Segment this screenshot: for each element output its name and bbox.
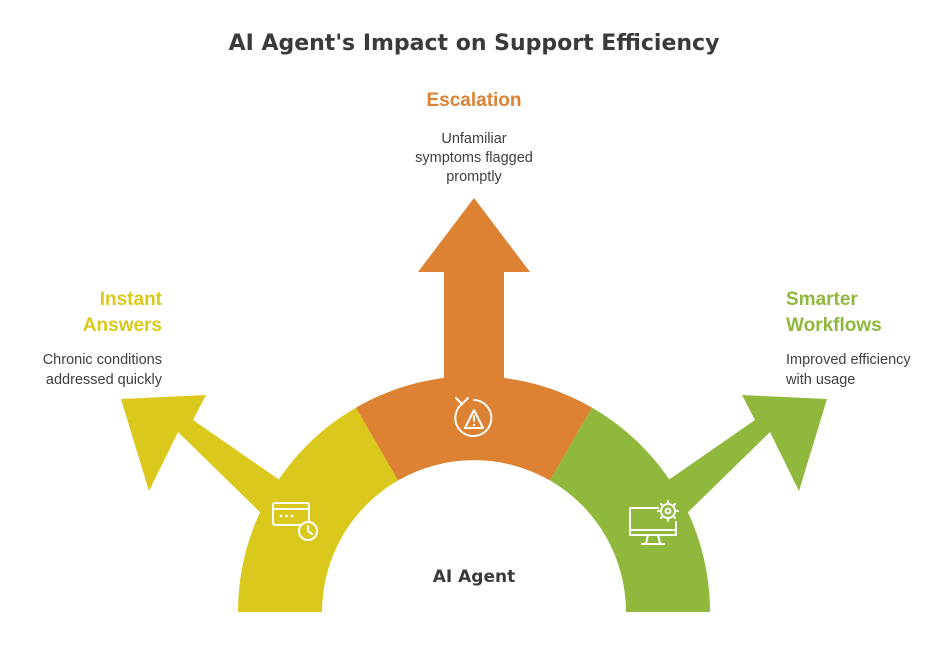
diagram-title: AI Agent's Impact on Support Efficiency [229,31,720,56]
text-line: Unfamiliar [441,131,506,147]
instant-answers-arrow [121,395,294,520]
escalation-description: Unfamiliar symptoms flagged promptly [415,131,533,185]
browser-clock-icon [272,502,318,541]
text-line: Workflows [786,315,882,336]
text-line: promptly [446,169,502,185]
warning-refresh-icon [454,397,493,437]
escalation-heading: Escalation [426,90,521,111]
instant-answers-segment [238,407,398,612]
escalation-arrow [418,198,530,380]
smarter-workflows-arrow [654,395,827,520]
center-label: AI Agent [433,567,516,587]
smarter-workflows-description: Improved efficiency with usage [785,352,911,388]
text-line: Answers [83,315,162,336]
text-line: symptoms flagged [415,150,533,166]
text-line: Chronic conditions [43,352,162,368]
text-line: Smarter [786,289,858,310]
text-line: with usage [785,372,855,388]
monitor-gear-icon [629,500,679,545]
instant-answers-description: Chronic conditions addressed quickly [43,352,163,388]
text-line: Escalation [426,90,521,111]
text-line: Instant [100,289,163,310]
text-line: Improved efficiency [786,352,911,368]
text-line: addressed quickly [46,372,163,388]
